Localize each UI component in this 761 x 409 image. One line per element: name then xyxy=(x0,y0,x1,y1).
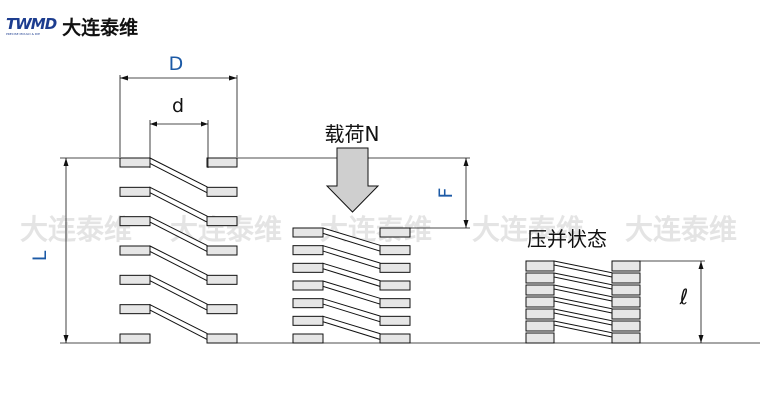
coil-left-section xyxy=(119,274,151,285)
coil-left-section xyxy=(292,262,324,273)
coil-left-section xyxy=(525,308,555,320)
coil-left-section xyxy=(119,186,151,197)
coil-left-section xyxy=(119,304,151,315)
brand-header: TWMD PRECISE MOULD & DIE 大连泰维 xyxy=(6,12,138,40)
brand-name: 大连泰维 xyxy=(62,16,139,39)
coil-left-section xyxy=(292,280,324,291)
brand-logo-text: TWMD xyxy=(6,14,57,33)
coil-helix-band xyxy=(322,297,381,323)
coil-helix-band xyxy=(553,320,613,338)
coil-right-section xyxy=(379,280,411,291)
coil-helix-band xyxy=(149,245,208,282)
coil-right-section xyxy=(379,298,411,309)
coil-left-section xyxy=(292,227,324,238)
coil-helix-band xyxy=(149,274,208,311)
coil-helix-band xyxy=(322,315,381,341)
coil-helix-band xyxy=(149,157,208,194)
coil-left-section xyxy=(292,245,324,256)
dimension-d: d xyxy=(149,95,209,168)
coil-helix-band xyxy=(553,272,613,290)
brand-logo: TWMD PRECISE MOULD & DIE xyxy=(6,14,57,36)
coil-right-section xyxy=(206,186,238,197)
label-L: L xyxy=(29,250,51,261)
coil-left-section xyxy=(292,333,324,344)
coil-left-section xyxy=(525,296,555,308)
watermark-5: 大连泰维 xyxy=(625,213,738,246)
dimension-F: F xyxy=(435,158,469,228)
watermark-1: 大连泰维 xyxy=(20,213,133,246)
watermark-3: 大连泰维 xyxy=(320,213,433,246)
coil-right-section xyxy=(611,272,641,284)
coil-right-section xyxy=(611,296,641,308)
label-compressed-state: 压并状态 xyxy=(527,227,607,251)
coil-right-section xyxy=(379,227,411,238)
label-D: D xyxy=(169,53,184,75)
coil-left-section xyxy=(292,315,324,326)
coil-left-section xyxy=(119,245,151,256)
coil-right-section xyxy=(611,308,641,320)
coil-helix-band xyxy=(149,186,208,223)
coil-right-section xyxy=(206,157,238,168)
coil-right-section xyxy=(611,260,641,272)
coil-right-section xyxy=(611,320,641,332)
coil-helix-band xyxy=(553,260,613,278)
coil-right-section xyxy=(611,332,641,344)
label-d: d xyxy=(172,95,184,117)
watermark-4: 大连泰维 xyxy=(472,213,585,246)
coil-left-section xyxy=(525,260,555,272)
label-load: 载荷N xyxy=(325,122,380,146)
coil-helix-band xyxy=(553,308,613,326)
coil-right-section xyxy=(379,262,411,273)
coil-right-section xyxy=(206,333,238,344)
coil-helix-band xyxy=(322,227,381,252)
dimension-l: ℓ xyxy=(640,260,705,343)
dimension-D: D xyxy=(119,53,238,157)
coil-right-section xyxy=(611,284,641,296)
brand-logo-subtext: PRECISE MOULD & DIE xyxy=(6,31,40,36)
coil-helix-band xyxy=(322,280,381,305)
coil-left-section xyxy=(525,284,555,296)
free-spring xyxy=(119,157,238,344)
dimension-L: L xyxy=(29,157,120,344)
coil-helix-band xyxy=(553,296,613,314)
coil-helix-band xyxy=(553,284,613,302)
coil-helix-band xyxy=(149,303,208,341)
label-l: ℓ xyxy=(679,285,689,309)
compressed-spring xyxy=(525,260,641,344)
coil-helix-band xyxy=(322,262,381,288)
coil-left-section xyxy=(119,216,151,227)
coil-left-section xyxy=(525,272,555,284)
load-arrow-icon xyxy=(325,147,380,213)
loaded-spring xyxy=(292,227,411,344)
coil-left-section xyxy=(525,320,555,332)
coil-right-section xyxy=(206,245,238,256)
coil-right-section xyxy=(206,304,238,315)
coil-right-section xyxy=(379,333,411,344)
coil-left-section xyxy=(119,333,151,344)
coil-right-section xyxy=(379,315,411,326)
coil-left-section xyxy=(292,298,324,309)
coil-helix-band xyxy=(322,244,381,270)
coil-right-section xyxy=(206,216,238,227)
coil-right-section xyxy=(206,274,238,285)
coil-right-section xyxy=(379,245,411,256)
coil-left-section xyxy=(119,157,151,168)
label-F: F xyxy=(435,188,457,199)
coil-helix-band xyxy=(149,215,208,253)
coil-left-section xyxy=(525,332,555,344)
